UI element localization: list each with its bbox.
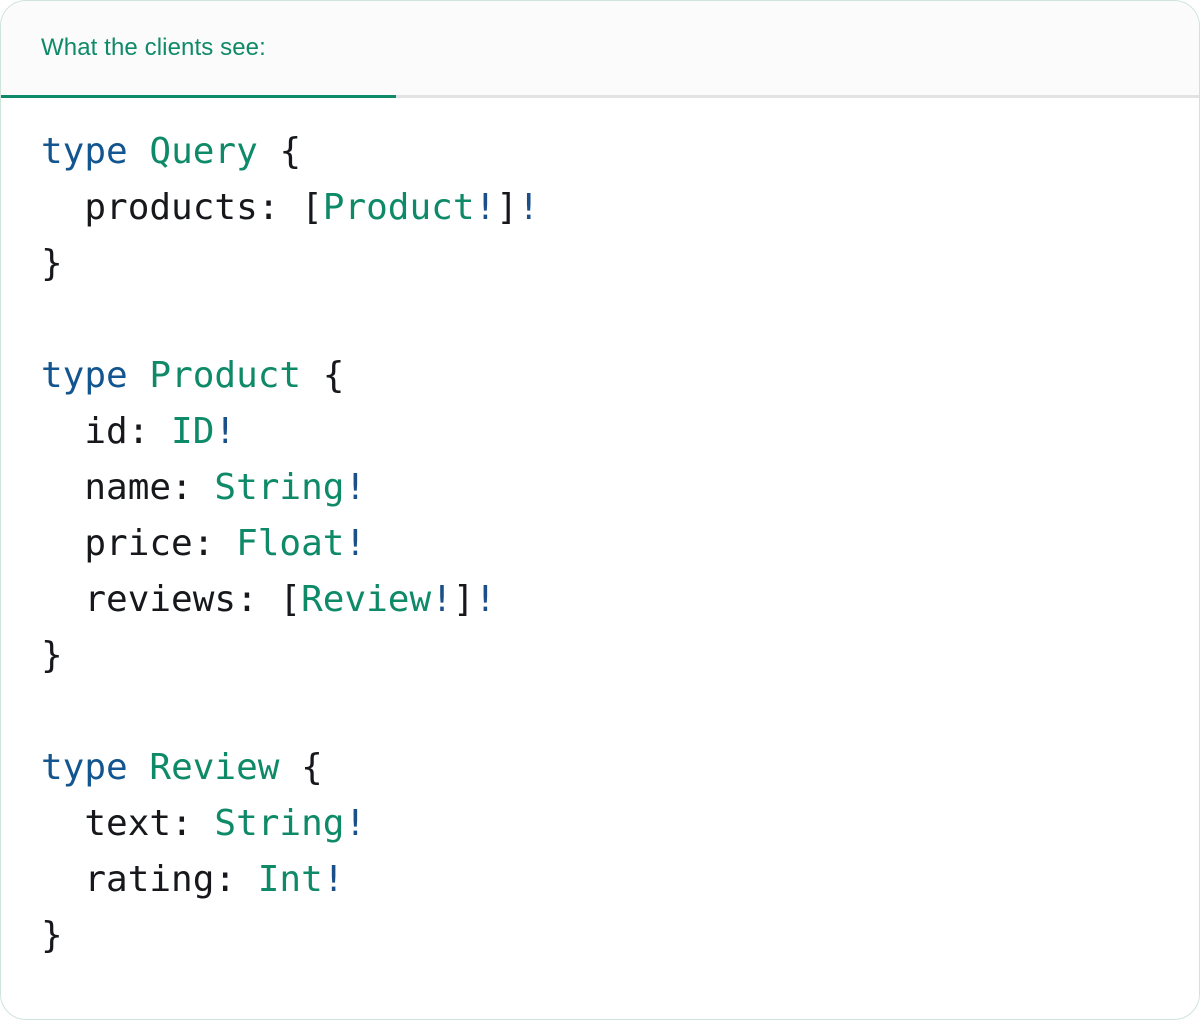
code-token-punc <box>128 131 150 172</box>
code-line: id: ID! <box>41 404 1159 460</box>
code-token-punc <box>128 355 150 396</box>
code-line: type Review { <box>41 740 1159 796</box>
code-token-field: rating: <box>41 859 258 900</box>
code-token-punc: [ <box>301 187 323 228</box>
code-token-field: reviews: <box>41 579 280 620</box>
code-line <box>41 684 1159 740</box>
code-token-bang: ! <box>344 523 367 564</box>
code-token-punc: { <box>279 747 323 788</box>
code-token-kw: type <box>41 131 128 172</box>
code-line: text: String! <box>41 796 1159 852</box>
code-token-type: Product <box>322 187 475 228</box>
code-token-type: Int <box>257 859 323 900</box>
code-token-bang: ! <box>517 187 540 228</box>
graphql-schema-code[interactable]: type Query { products: [Product!]! } typ… <box>41 124 1159 964</box>
tab-label: What the clients see: <box>41 34 266 61</box>
code-token-bang: ! <box>344 467 367 508</box>
code-line: } <box>41 628 1159 684</box>
code-line: rating: Int! <box>41 852 1159 908</box>
code-token-bang: ! <box>474 579 497 620</box>
code-token-punc: [ <box>279 579 302 620</box>
code-token-type: Float <box>236 523 345 564</box>
code-token-bang: ! <box>344 803 367 844</box>
code-token-type: Query <box>149 131 258 172</box>
code-token-punc: ] <box>452 579 475 620</box>
code-line: products: [Product!]! <box>41 180 1159 236</box>
code-line: } <box>41 908 1159 964</box>
code-token-punc: } <box>41 243 63 284</box>
code-token-punc: { <box>301 355 345 396</box>
code-line: reviews: [Review!]! <box>41 572 1159 628</box>
code-token-field: text: <box>41 803 215 844</box>
code-token-punc: } <box>41 915 63 956</box>
code-token-punc: } <box>41 635 63 676</box>
code-line: type Product { <box>41 348 1159 404</box>
active-tab-underline <box>1 95 396 98</box>
code-token-kw: type <box>41 355 128 396</box>
code-token-type: Review <box>149 747 280 788</box>
code-line: type Query { <box>41 124 1159 180</box>
code-token-field: id: <box>41 411 172 452</box>
code-panel: type Query { products: [Product!]! } typ… <box>1 98 1199 1004</box>
code-token-bang: ! <box>214 411 237 452</box>
code-token-bang: ! <box>431 579 453 620</box>
code-token-bang: ! <box>474 187 497 228</box>
code-token-field: price: <box>41 523 237 564</box>
code-token-type: String <box>214 803 345 844</box>
code-token-punc: ] <box>496 187 518 228</box>
code-token-punc: { <box>257 131 302 172</box>
code-line <box>41 292 1159 348</box>
code-token-type: ID <box>171 411 215 452</box>
code-line: } <box>41 236 1159 292</box>
tab-what-the-clients-see[interactable]: What the clients see: <box>1 1 396 98</box>
code-token-field: name: <box>41 467 215 508</box>
code-line: price: Float! <box>41 516 1159 572</box>
code-line: name: String! <box>41 460 1159 516</box>
code-token-type: Review <box>301 579 432 620</box>
code-token-type: String <box>214 467 345 508</box>
tab-strip: What the clients see: <box>1 1 1199 98</box>
code-token-kw: type <box>41 747 128 788</box>
code-token-bang: ! <box>322 859 345 900</box>
code-token-type: Product <box>149 355 302 396</box>
code-token-punc <box>128 747 150 788</box>
code-token-field: products: <box>41 187 302 228</box>
